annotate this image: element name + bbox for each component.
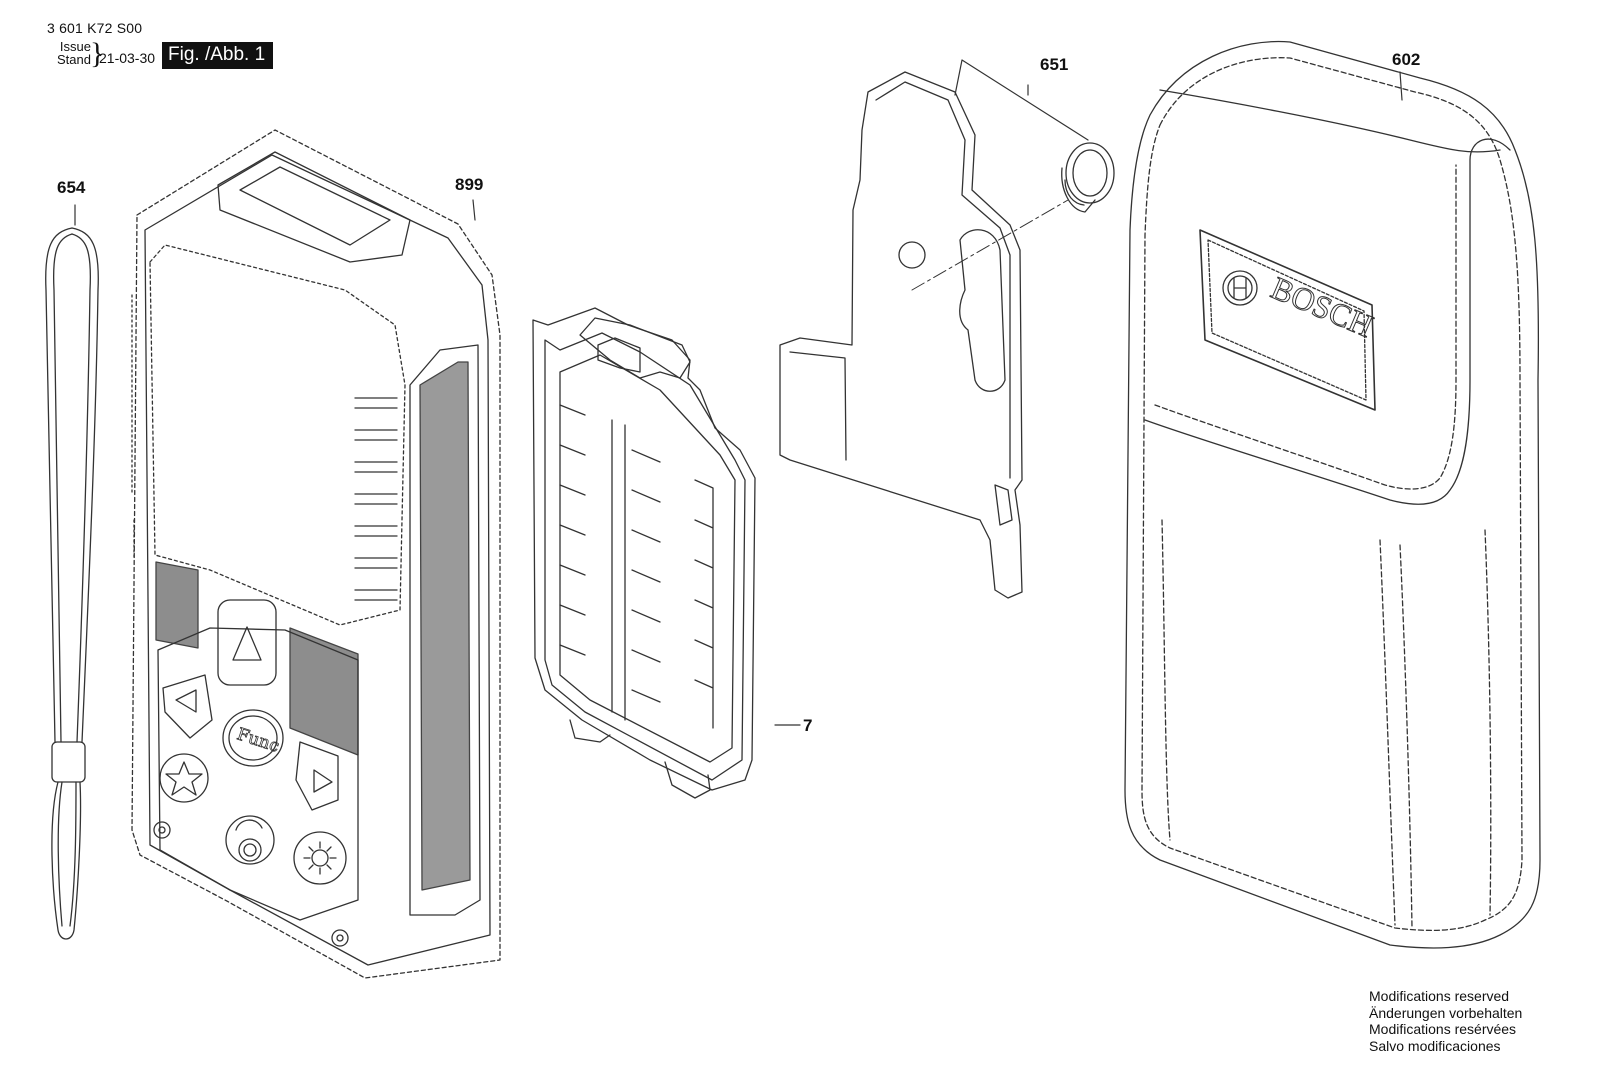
carrying-pouch <box>1125 42 1540 948</box>
part-label-899: 899 <box>455 175 483 194</box>
note-line: Modifications reserved <box>1369 988 1510 1004</box>
battery-cover <box>533 308 755 798</box>
issue-stand-labels: Issue Stand <box>47 40 91 66</box>
leader-lines <box>75 200 800 725</box>
note-line: Salvo modificaciones <box>1369 1037 1501 1054</box>
stand-label: Stand <box>57 52 91 67</box>
lanyard-strap <box>46 228 99 939</box>
belt-clip <box>780 60 1114 598</box>
note-line: Modifications resérvées <box>1369 1021 1517 1037</box>
part-label-602: 602 <box>1392 50 1420 69</box>
device-housing <box>132 130 500 978</box>
part-label-7: 7 <box>803 716 812 735</box>
part-label-654: 654 <box>57 178 86 197</box>
modifications-notes: Modifications reserved Änderungen vorbeh… <box>1369 988 1522 1054</box>
pouch-brand-text: BOSCH <box>1266 269 1378 344</box>
part-label-651: 651 <box>1040 55 1068 74</box>
figure-label: Fig. /Abb. 1 <box>162 42 274 69</box>
document-number: 3 601 K72 S00 <box>47 20 143 36</box>
note-line: Änderungen vorbehalten <box>1369 1004 1523 1021</box>
issue-date: 21-03-30 <box>99 50 156 66</box>
issue-label: Issue <box>59 39 91 54</box>
brace-glyph: } <box>90 37 105 70</box>
